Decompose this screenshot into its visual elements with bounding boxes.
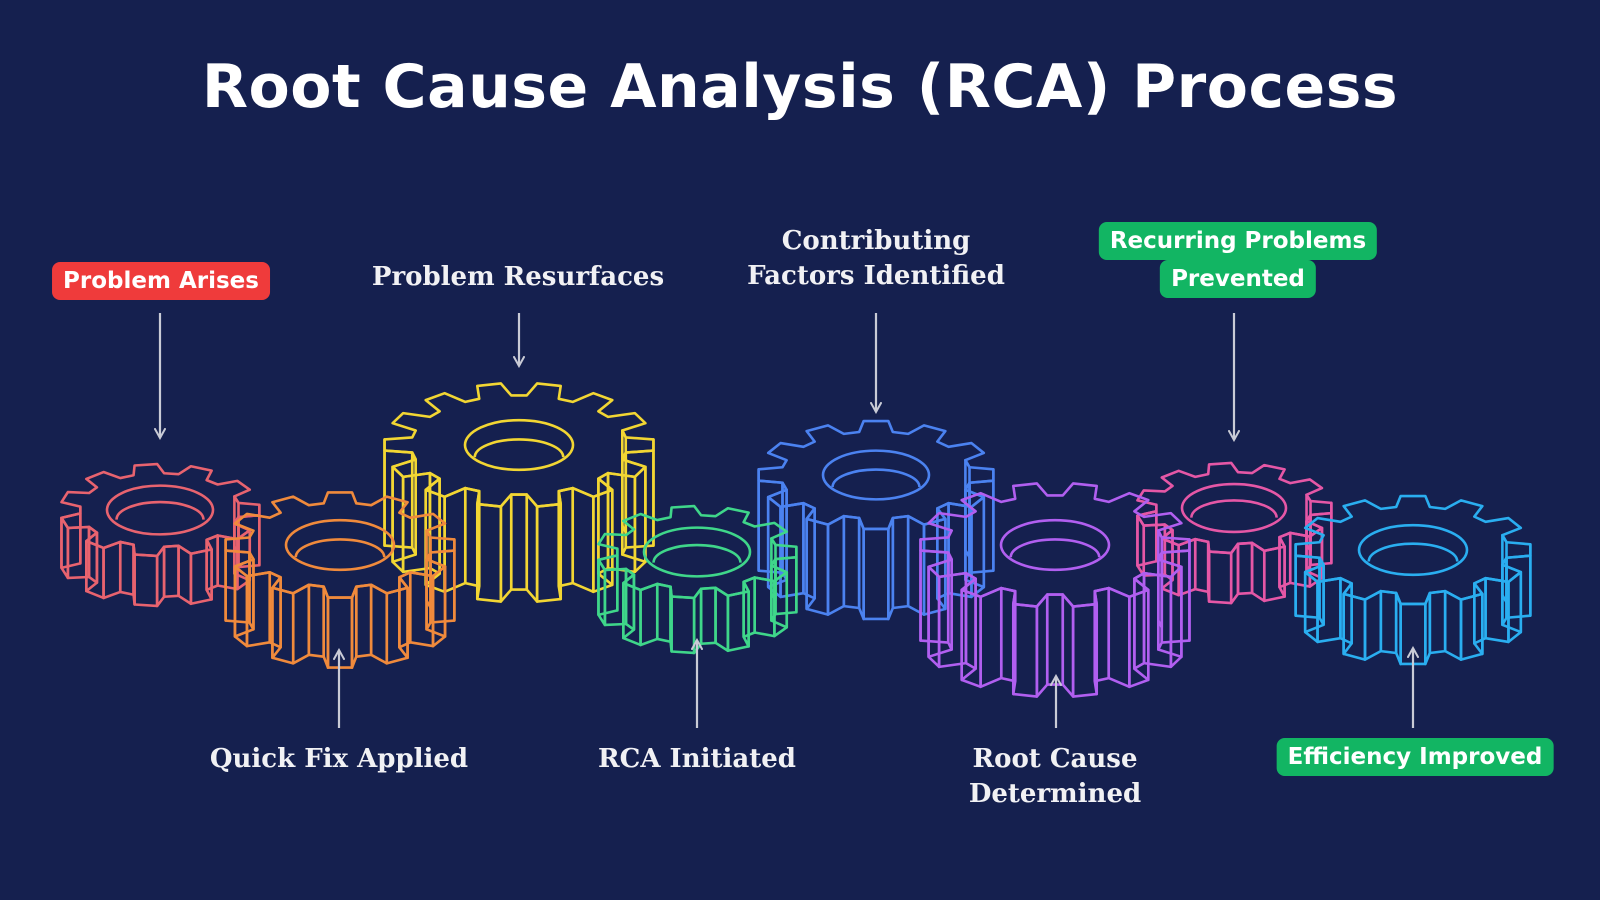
label-quick-fix-applied: Quick Fix Applied — [210, 742, 468, 777]
label-root-cause-determined: Root Cause Determined — [969, 742, 1141, 812]
gear-problem-arises-hole-inner — [115, 500, 205, 520]
gear-efficiency-hole-inner — [1367, 542, 1459, 562]
gear-root-cause-top-face — [919, 482, 1191, 608]
gear-quick-fix — [224, 491, 456, 669]
gear-recurring-prevented-top-face — [1136, 461, 1333, 555]
gear-contributing-factors-hole — [821, 449, 931, 501]
gear-root-cause-hole-inner — [1009, 538, 1101, 558]
recurring-prevented-line1: Recurring Problems — [1098, 222, 1378, 260]
gear-efficiency — [1294, 494, 1532, 666]
gear-root-cause — [919, 482, 1191, 698]
label-recurring-prevented: Recurring Problems Prevented — [1098, 222, 1378, 298]
gear-recurring-prevented — [1136, 461, 1333, 605]
gear-contributing-factors-hole-inner — [831, 468, 921, 488]
contributing-factors-line1: Contributing — [781, 226, 971, 256]
gear-efficiency-top-face — [1294, 494, 1532, 606]
gear-quick-fix-hole — [284, 518, 396, 572]
gear-problem-resurfaces-hole — [463, 418, 575, 472]
label-problem-resurfaces: Problem Resurfaces — [372, 260, 664, 295]
gear-problem-arises-top-face — [60, 462, 261, 558]
diagram-title: Root Cause Analysis (RCA) Process — [201, 52, 1399, 122]
gear-rca-initiated-top-face — [597, 504, 798, 600]
gear-quick-fix-hole-inner — [294, 538, 386, 558]
gears-layer — [60, 382, 1532, 698]
root-cause-line1: Root Cause — [972, 744, 1138, 774]
problem-arises-text: Problem Arises — [52, 262, 270, 300]
quick-fix-applied-text: Quick Fix Applied — [209, 744, 469, 774]
gear-recurring-prevented-hole — [1180, 482, 1288, 534]
gear-efficiency-hole — [1357, 523, 1469, 577]
gear-recurring-prevented-hole-inner — [1190, 499, 1278, 518]
label-efficiency-improved: Efficiency Improved — [1276, 738, 1554, 776]
gear-rca-initiated-hole-inner — [652, 543, 742, 563]
label-contributing-factors: Contributing Factors Identified — [747, 224, 1005, 294]
gear-root-cause-walls — [919, 529, 1191, 698]
gear-rca-initiated-hole — [642, 526, 752, 578]
gear-problem-arises — [60, 462, 261, 608]
gear-problem-resurfaces-hole-inner — [473, 438, 565, 458]
recurring-prevented-line2: Prevented — [1160, 260, 1316, 298]
gear-rca-initiated — [597, 504, 798, 655]
label-rca-initiated: RCA Initiated — [598, 742, 796, 777]
gear-root-cause-hole — [999, 518, 1111, 572]
gear-contributing-factors-walls — [757, 458, 995, 621]
problem-resurfaces-text: Problem Resurfaces — [371, 262, 665, 292]
gear-contributing-factors — [757, 419, 995, 621]
efficiency-improved-text: Efficiency Improved — [1276, 738, 1554, 776]
root-cause-line2: Determined — [968, 779, 1142, 809]
rca-initiated-text: RCA Initiated — [598, 744, 796, 774]
gear-quick-fix-top-face — [224, 491, 456, 599]
gear-problem-resurfaces-top-face — [383, 382, 655, 508]
gear-contributing-factors-top-face — [757, 419, 995, 531]
gear-problem-arises-hole — [105, 484, 215, 536]
label-problem-arises: Problem Arises — [52, 262, 270, 300]
contributing-factors-line2: Factors Identified — [747, 261, 1005, 291]
arrows-layer — [160, 313, 1413, 728]
gear-problem-resurfaces — [383, 382, 655, 603]
